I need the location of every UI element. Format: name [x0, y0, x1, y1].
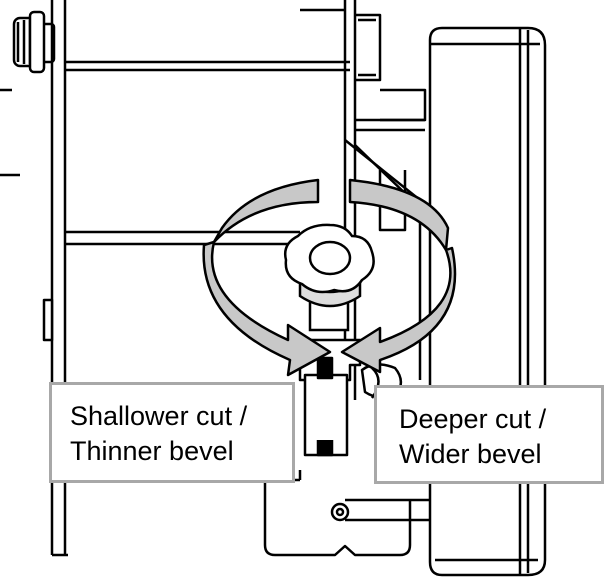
left-bolt — [12, 10, 56, 74]
deeper-cut-label-box: Deeper cut / Wider bevel — [374, 385, 604, 484]
shallower-cut-line2: Thinner bevel — [70, 436, 234, 466]
shallower-cut-line1: Shallower cut / — [70, 401, 248, 431]
knob-icon — [284, 223, 375, 332]
deeper-cut-line2: Wider bevel — [399, 439, 542, 469]
rotation-arrow-icon — [202, 178, 457, 377]
deeper-cut-line1: Deeper cut / — [399, 404, 547, 434]
shallower-cut-label-box: Shallower cut / Thinner bevel — [49, 382, 295, 483]
main-column — [65, 0, 357, 400]
base-plate — [263, 470, 430, 557]
